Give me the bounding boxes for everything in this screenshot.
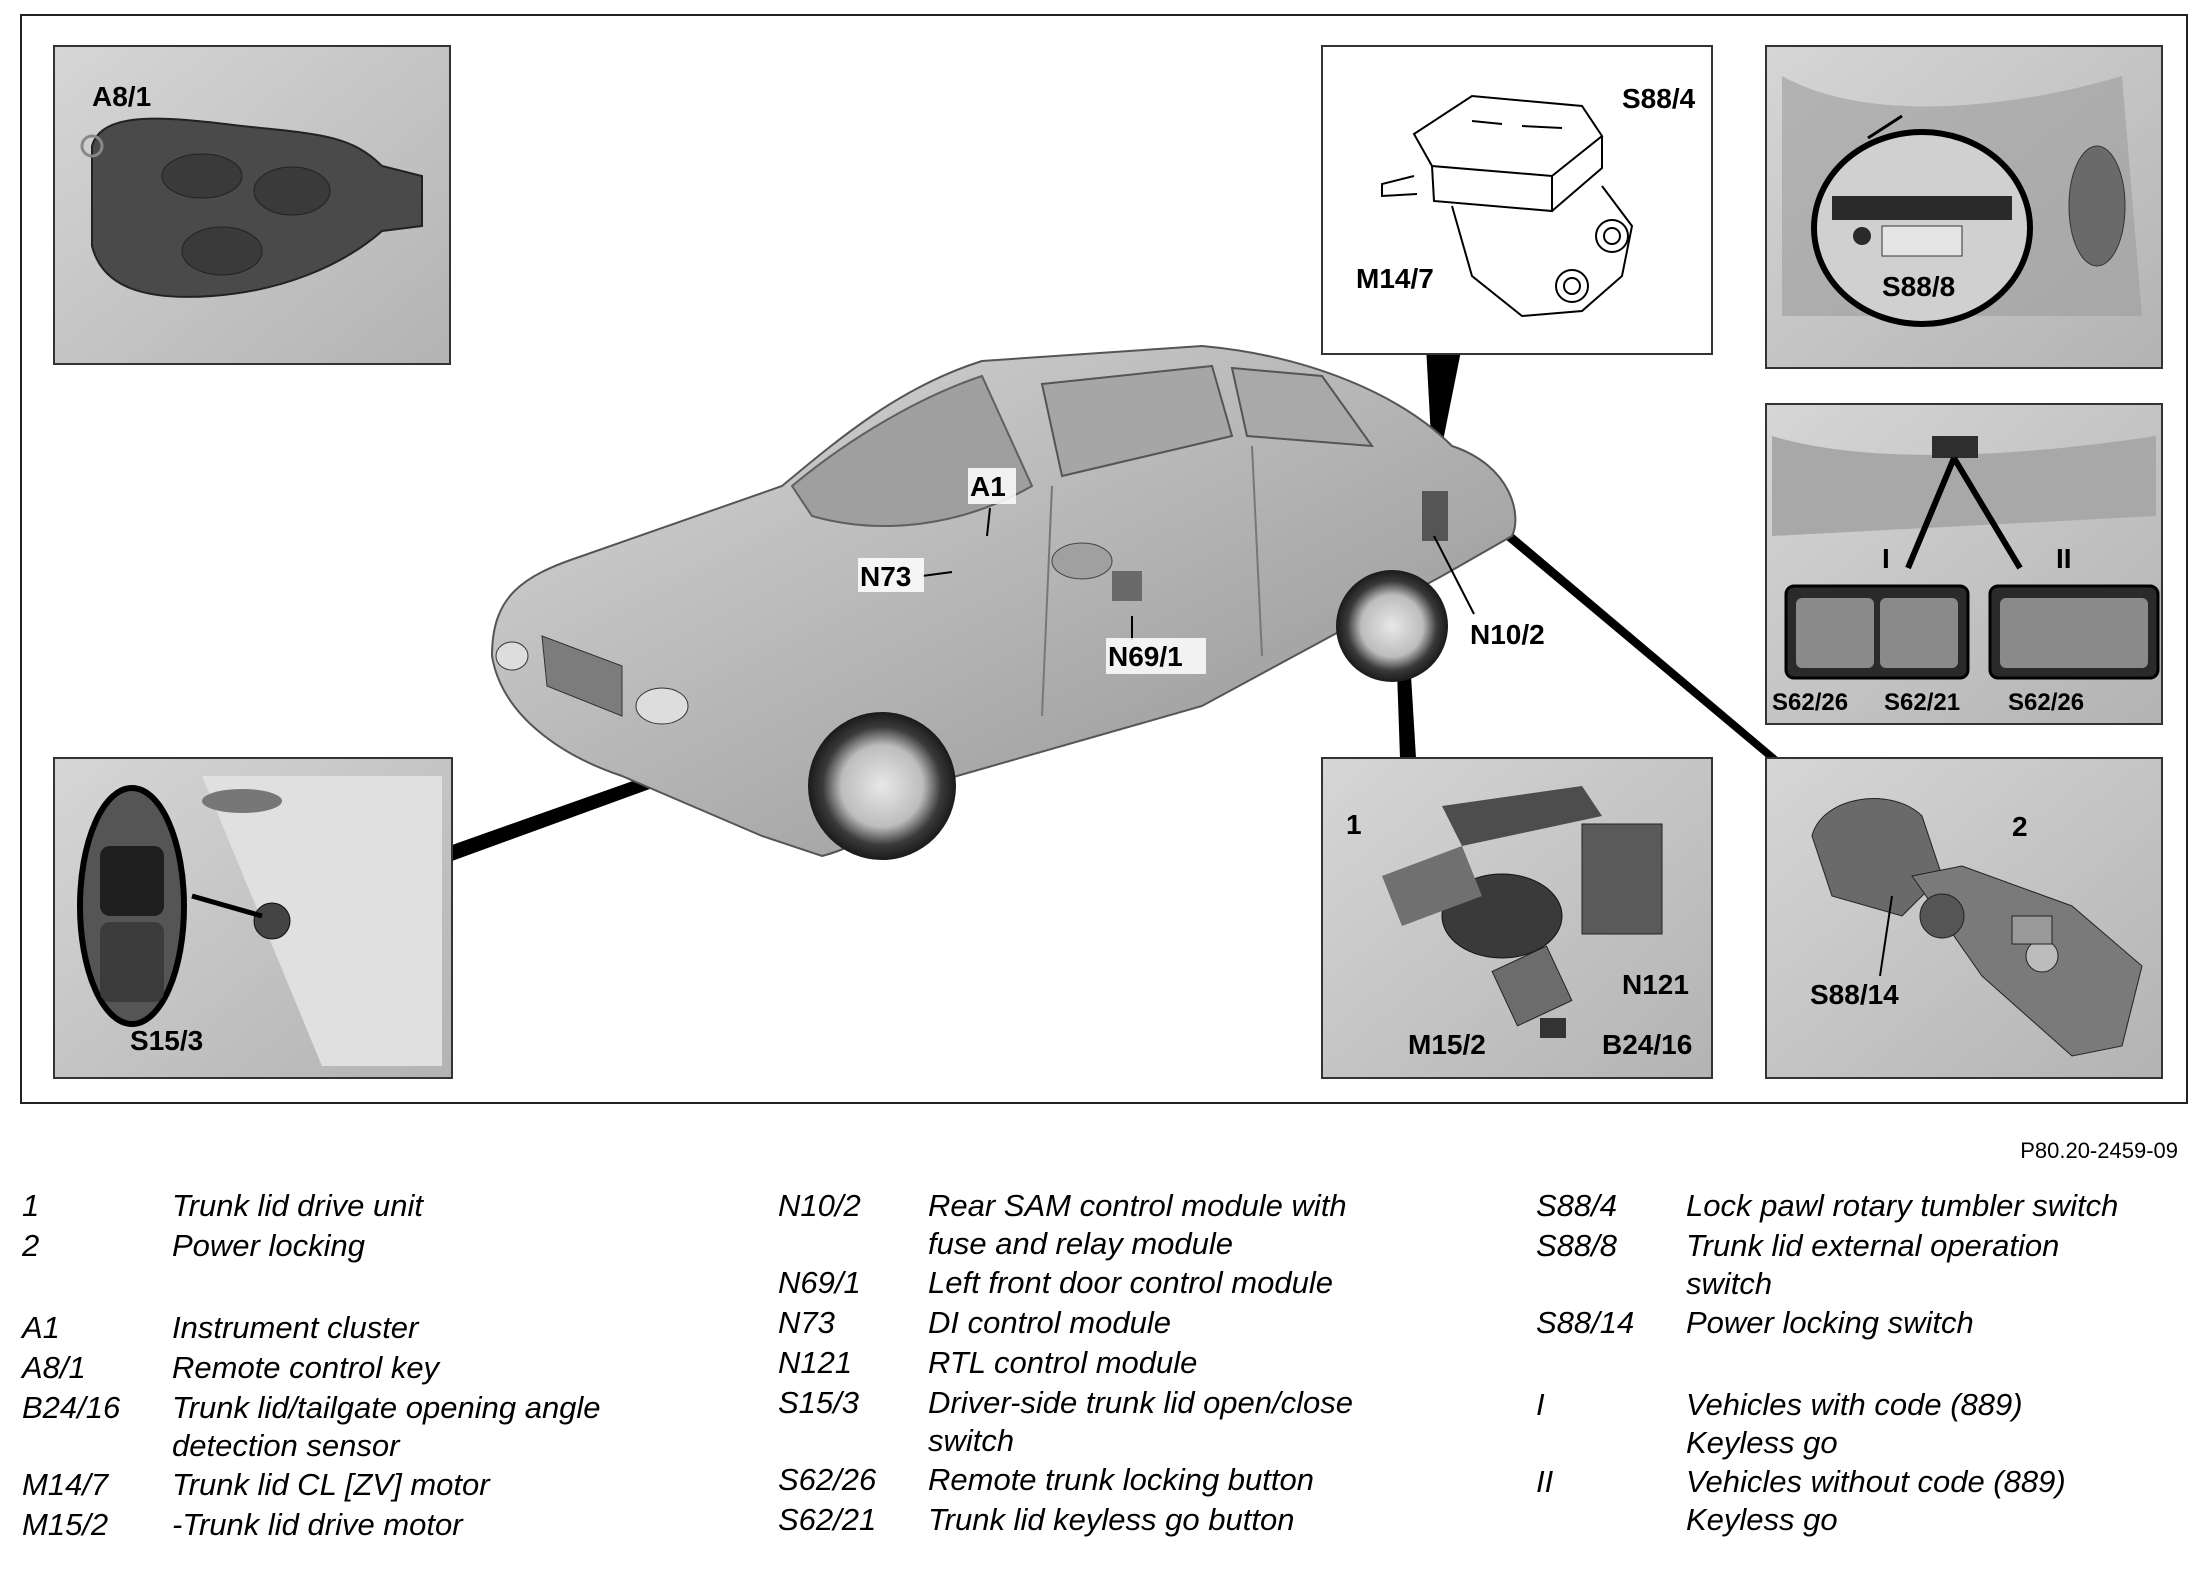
legend-text: Remote trunk locking button (928, 1460, 1478, 1499)
component-location-diagram: A8/1 S88/4 M14/7 (20, 14, 2188, 1104)
label-s15-3: S15/3 (130, 1025, 203, 1056)
legend-text: Remote control key (172, 1348, 722, 1387)
legend-code: N69/1 (778, 1263, 928, 1303)
legend-code: B24/16 (22, 1388, 172, 1428)
front-wheel (808, 712, 956, 860)
legend-text: Trunk lid/tailgate opening angle detecti… (172, 1388, 662, 1465)
label-s62-21: S62/21 (1884, 689, 1960, 716)
label-m14-7: M14/7 (1356, 263, 1434, 294)
label-switch-ii: II (2056, 543, 2072, 574)
legend-text: RTL control module (928, 1343, 1478, 1382)
legend-item: II Vehicles without code (889) Keyless g… (1536, 1462, 2176, 1539)
label-n69-1: N69/1 (1108, 641, 1183, 672)
legend-text: Trunk lid external operation switch (1686, 1226, 2116, 1303)
legend-item: B24/16 Trunk lid/tailgate opening angle … (22, 1388, 722, 1465)
panel-power-locking: 2 S88/14 (1766, 758, 2162, 1078)
legend-code: S62/21 (778, 1500, 928, 1540)
panel-trunk-external-switch: S88/8 (1766, 46, 2162, 368)
legend-text: Trunk lid drive unit (172, 1186, 722, 1225)
label-n10-2: N10/2 (1470, 619, 1545, 650)
legend-item: I Vehicles with code (889) Keyless go (1536, 1385, 2176, 1462)
label-box-n73: N73 (858, 558, 924, 592)
legend-code: S88/14 (1536, 1303, 1686, 1343)
label-box-n69-1: N69/1 (1106, 638, 1206, 674)
legend-item: S88/8 Trunk lid external operation switc… (1536, 1226, 2176, 1303)
legend-code: M15/2 (22, 1505, 172, 1545)
legend-code: 2 (22, 1226, 172, 1266)
legend-text: Lock pawl rotary tumbler switch (1686, 1186, 2176, 1225)
legend-item: 2 Power locking (22, 1226, 722, 1266)
legend-text: Power locking (172, 1226, 722, 1265)
label-s62-26-left: S62/26 (1772, 689, 1848, 716)
legend-item: S88/14 Power locking switch (1536, 1303, 2176, 1343)
legend-text: DI control module (928, 1303, 1478, 1342)
label-s88-8: S88/8 (1882, 271, 1955, 302)
legend-text: Power locking switch (1686, 1303, 2176, 1342)
legend-code: S62/26 (778, 1460, 928, 1500)
legend-item: A8/1 Remote control key (22, 1348, 722, 1388)
legend-item: M15/2 -Trunk lid drive motor (22, 1505, 722, 1545)
legend-item: S88/4 Lock pawl rotary tumbler switch (1536, 1186, 2176, 1226)
legend-item: M14/7 Trunk lid CL [ZV] motor (22, 1465, 722, 1505)
label-s88-14: S88/14 (1810, 979, 1899, 1010)
rear-wheel (1336, 570, 1448, 682)
legend-item: N69/1 Left front door control module (778, 1263, 1478, 1303)
legend-code: N73 (778, 1303, 928, 1343)
legend-text: Instrument cluster (172, 1308, 722, 1347)
label-a8-1: A8/1 (92, 81, 151, 112)
label-box-a1: A1 (968, 468, 1016, 504)
label-s88-4: S88/4 (1622, 83, 1696, 114)
legend-item: N10/2 Rear SAM control module with fuse … (778, 1186, 1478, 1263)
legend-text: Trunk lid keyless go button (928, 1500, 1478, 1539)
figure-reference-code: P80.20-2459-09 (2020, 1138, 2178, 1164)
legend-text: Trunk lid CL [ZV] motor (172, 1465, 722, 1504)
legend-item: S15/3 Driver-side trunk lid open/close s… (778, 1383, 1478, 1460)
legend-item: N73 DI control module (778, 1303, 1478, 1343)
legend-code: N10/2 (778, 1186, 928, 1226)
legend-code: A1 (22, 1308, 172, 1348)
label-b24-16: B24/16 (1602, 1029, 1692, 1060)
panel-driver-switch: S15/3 (54, 758, 452, 1078)
diagram-canvas: A8/1 S88/4 M14/7 (22, 16, 2186, 1102)
label-panel-2: 2 (2012, 811, 2028, 842)
legend-code: S15/3 (778, 1383, 928, 1423)
label-switch-i: I (1882, 543, 1890, 574)
label-panel-1: 1 (1346, 809, 1362, 840)
panel-trunk-buttons: I II S62/26 S62/21 S62/26 (1766, 404, 2162, 724)
legend-text: -Trunk lid drive motor (172, 1505, 722, 1544)
legend-item: S62/26 Remote trunk locking button (778, 1460, 1478, 1500)
legend-code: M14/7 (22, 1465, 172, 1505)
label-box-n10-2: N10/2 (1468, 616, 1568, 652)
legend-text: Vehicles with code (889) Keyless go (1686, 1385, 2106, 1462)
legend-item: A1 Instrument cluster (22, 1308, 722, 1348)
label-n73: N73 (860, 561, 911, 592)
legend-item: N121 RTL control module (778, 1343, 1478, 1383)
legend-code: S88/8 (1536, 1226, 1686, 1266)
legend-code: II (1536, 1462, 1686, 1502)
legend-column-1: 1 Trunk lid drive unit 2 Power locking A… (22, 1186, 722, 1545)
panel-lock-pawl: S88/4 M14/7 (1322, 46, 1712, 354)
legend-text: Rear SAM control module with fuse and re… (928, 1186, 1408, 1263)
label-m15-2: M15/2 (1408, 1029, 1486, 1060)
label-n121: N121 (1622, 969, 1689, 1000)
legend-code: 1 (22, 1186, 172, 1226)
legend-column-3: S88/4 Lock pawl rotary tumbler switch S8… (1536, 1186, 2176, 1539)
legend-item: 1 Trunk lid drive unit (22, 1186, 722, 1226)
legend-code: N121 (778, 1343, 928, 1383)
legend-code: I (1536, 1385, 1686, 1425)
legend-code: S88/4 (1536, 1186, 1686, 1226)
legend-code: A8/1 (22, 1348, 172, 1388)
legend-text: Vehicles without code (889) Keyless go (1686, 1462, 2106, 1539)
label-s62-26-right: S62/26 (2008, 689, 2084, 716)
legend-item: S62/21 Trunk lid keyless go button (778, 1500, 1478, 1540)
legend-text: Left front door control module (928, 1263, 1478, 1302)
legend-text: Driver-side trunk lid open/close switch (928, 1383, 1428, 1460)
label-a1: A1 (970, 471, 1006, 502)
legend-column-2: N10/2 Rear SAM control module with fuse … (778, 1186, 1478, 1540)
panel-remote-key: A8/1 (54, 46, 450, 364)
panel-trunk-lid-drive-unit: 1 N121 M15/2 B24/16 (1322, 758, 1712, 1078)
